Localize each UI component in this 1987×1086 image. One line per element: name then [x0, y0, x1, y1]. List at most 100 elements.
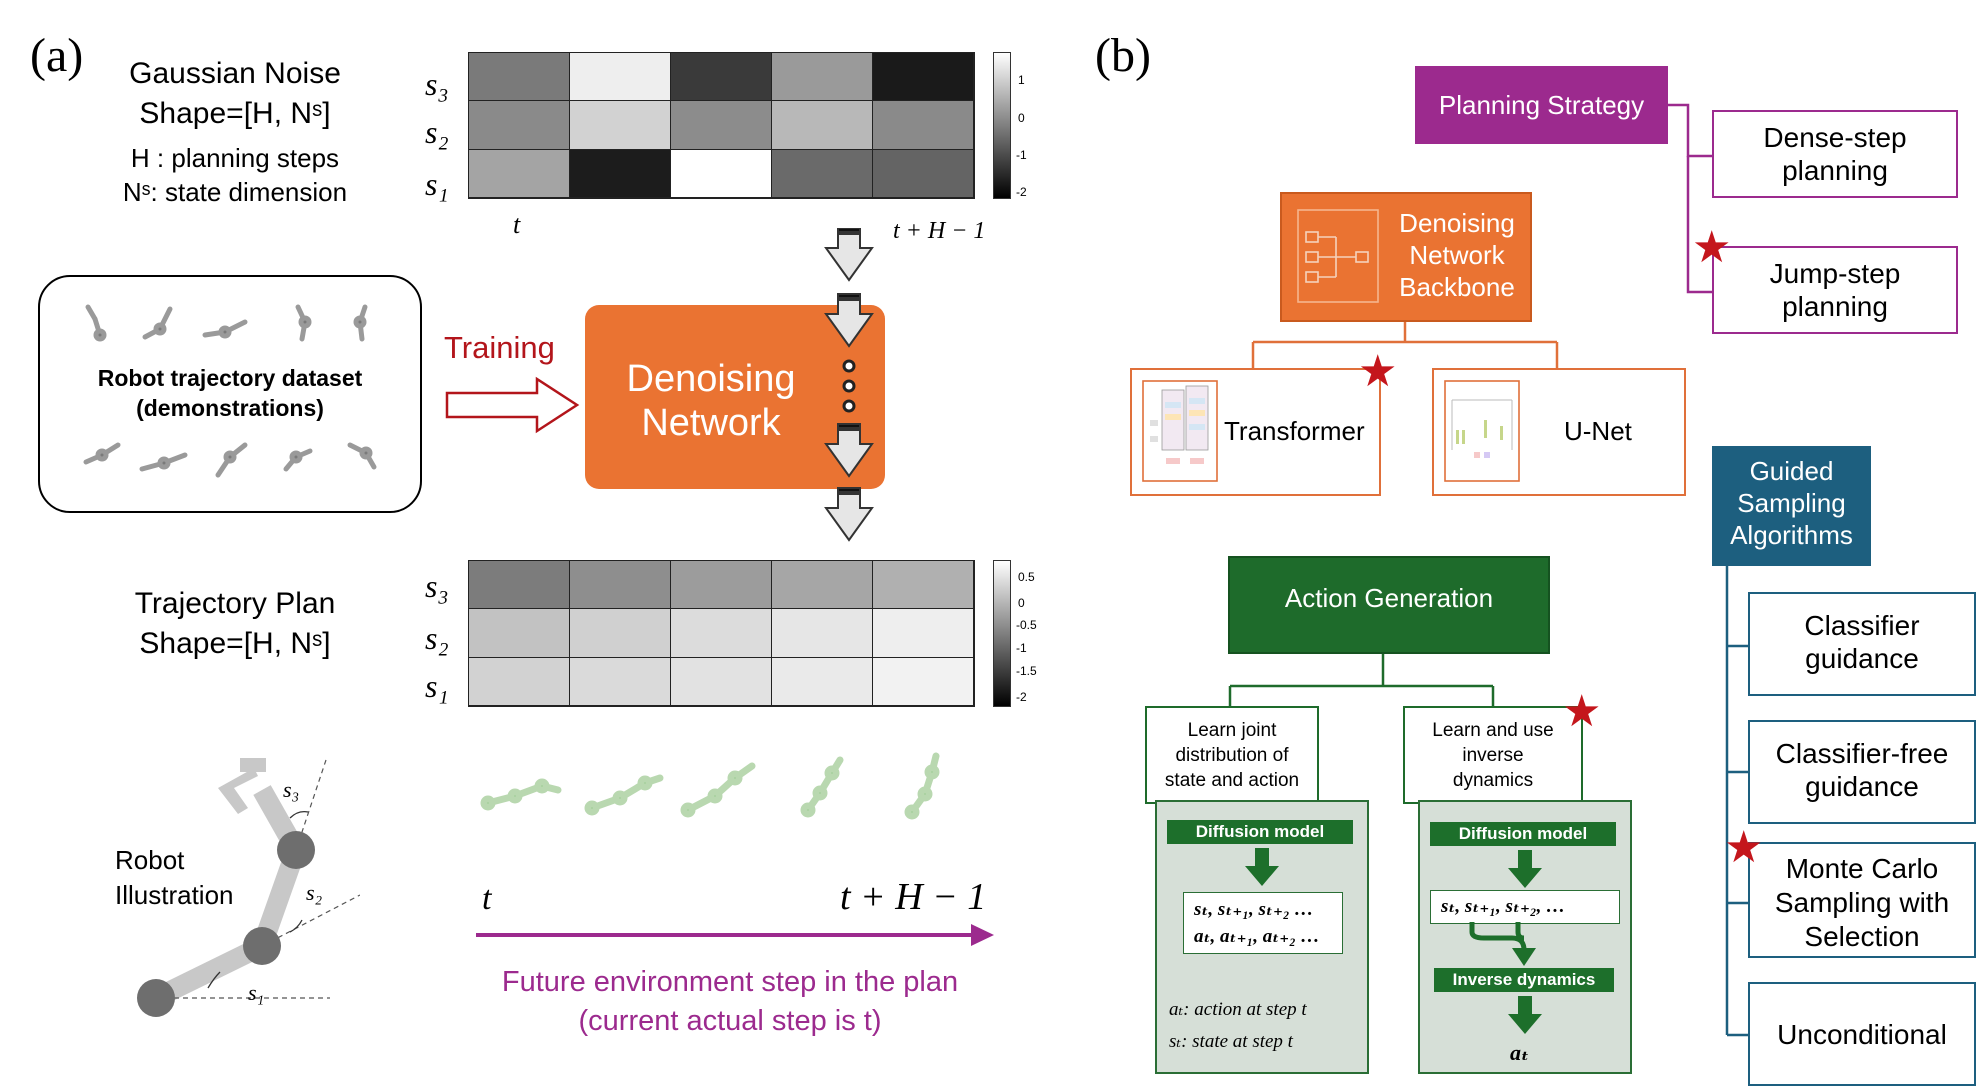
monte-carlo-sampling: Monte Carlo Sampling with Selection: [1748, 842, 1976, 958]
jump-step-planning: Jump-step planning: [1712, 246, 1958, 334]
heatmap-cell: [671, 657, 772, 706]
plan-row-label-s3: s₃: [425, 568, 449, 604]
dataset-subtitle: (demonstrations): [136, 395, 324, 421]
down-arrow-icon: [1508, 996, 1542, 1034]
heatmap-cell: [469, 53, 570, 102]
denoising-network-line2: Network: [641, 402, 781, 444]
dense-step-planning-label: Dense-step planning: [1763, 122, 1907, 186]
heatmap-cell: [671, 101, 772, 150]
plan-colorbar-tick: -0.5: [1016, 618, 1037, 632]
action-note: aₜ: action at step t: [1169, 999, 1307, 1020]
heatmap-cell: [873, 609, 974, 658]
heatmap-cell: [469, 609, 570, 658]
denoise-flow-arrows: [824, 228, 874, 542]
inverse-dynamics-title-3: dynamics: [1452, 770, 1534, 791]
timeline-caption-1: Future environment step in the plan: [501, 966, 959, 998]
heatmap-cell: [772, 657, 873, 706]
heatmap-cell: [671, 149, 772, 198]
plan-colorbar-tick: -1: [1016, 641, 1027, 655]
heatmap-cell: [570, 53, 671, 102]
unet-diagram-thumbnail: [1444, 380, 1520, 482]
planning-strategy-header: Planning Strategy: [1415, 66, 1668, 144]
heatmap-cell: [772, 149, 873, 198]
unconditional-label: Unconditional: [1777, 1019, 1947, 1050]
heatmap-cell: [469, 561, 570, 610]
dataset-box: Robot trajectory dataset (demonstrations…: [38, 275, 422, 513]
joint-state-sequence: sₜ, sₜ₊₁, sₜ₊₂ …: [1194, 899, 1314, 920]
guided-sampling-title-3: Algorithms: [1730, 520, 1853, 550]
inverse-dynamics-box: Learn and use inverse dynamics: [1403, 706, 1583, 804]
heatmap-cell: [570, 657, 671, 706]
backbone-title-3: Backbone: [1399, 272, 1515, 302]
noise-colorbar-tick: -1: [1016, 148, 1027, 162]
noise-heatmap: [468, 52, 975, 199]
heatmap-cell: [469, 101, 570, 150]
merge-arrow-icon: [1469, 922, 1536, 966]
noise-colorbar-tick: 0: [1018, 111, 1025, 125]
noise-colorbar-tick: 1: [1018, 73, 1025, 87]
heatmap-cell: [570, 149, 671, 198]
robot-illustration-label-1: Robot: [115, 845, 185, 875]
state-dimension-note: Nˢ: state dimension: [122, 177, 348, 207]
star-icon: ★: [1358, 347, 1398, 396]
panel-a-label: (a): [30, 29, 84, 82]
planned-trajectory-thumbnails: [480, 752, 940, 820]
inverse-output-action: aₜ: [1510, 1040, 1530, 1065]
star-icon: ★: [1692, 223, 1732, 272]
timeline-arrow: [476, 924, 994, 946]
timeline-caption-2: (current actual step is t): [578, 1005, 882, 1037]
down-arrow-icon: [1245, 848, 1279, 886]
unet-label: U-Net: [1564, 416, 1632, 446]
plan-colorbar: [993, 560, 1011, 707]
panel-b-label: (b): [1095, 29, 1151, 82]
noise-x-end: t + H − 1: [893, 218, 986, 244]
inverse-state-sequence: sₜ, sₜ₊₁, sₜ₊₂, …: [1441, 896, 1566, 917]
state-note: sₜ: state at step t: [1169, 1031, 1293, 1052]
down-arrow-icon: [1508, 850, 1542, 888]
heatmap-cell: [469, 657, 570, 706]
plan-colorbar-tick: 0.5: [1018, 570, 1035, 584]
joint-angle-s2: s₂: [306, 880, 323, 905]
backbone-title-2: Network: [1409, 240, 1505, 270]
diffusion-model-right: Diffusion model: [1430, 822, 1616, 846]
joint-action-sequence: aₜ, aₜ₊₁, aₜ₊₂ …: [1194, 926, 1320, 947]
diffusion-model-left: Diffusion model: [1167, 820, 1353, 844]
heatmap-cell: [873, 657, 974, 706]
classifier-guidance-label: Classifier guidance: [1804, 610, 1920, 674]
backbone-title-1: Denoising: [1399, 208, 1515, 238]
trajectory-plan-title: Trajectory Plan: [134, 587, 336, 620]
classifier-free-guidance: Classifier-free guidance: [1748, 720, 1976, 824]
guided-sampling-title-1: Guided: [1749, 456, 1834, 486]
dataset-title: Robot trajectory dataset: [97, 365, 363, 391]
heatmap-cell: [671, 53, 772, 102]
guided-sampling-title-2: Sampling: [1737, 488, 1846, 518]
heatmap-cell: [772, 561, 873, 610]
robot-arm-diagram: [137, 758, 360, 1017]
plan-colorbar-tick: -2: [1016, 690, 1027, 704]
noise-x-start: t: [513, 210, 521, 239]
plan-heatmap: [468, 560, 975, 707]
noise-row-label-s1: s₁: [425, 166, 449, 202]
inverse-dynamics-title-1: Learn and use: [1432, 720, 1554, 741]
training-arrow: [445, 376, 580, 434]
backbone-header: Denoising Network Backbone: [1280, 192, 1532, 322]
heatmap-cell: [873, 53, 974, 102]
training-label: Training: [444, 330, 555, 365]
noise-row-label-s2: s₂: [425, 114, 449, 150]
heatmap-cell: [873, 561, 974, 610]
gaussian-noise-shape: Shape=[H, Nˢ]: [139, 97, 331, 130]
heatmap-cell: [772, 101, 873, 150]
inverse-dynamics-model: Inverse dynamics: [1434, 968, 1614, 992]
jump-step-planning-label: Jump-step planning: [1769, 258, 1901, 322]
dense-step-planning: Dense-step planning: [1712, 110, 1958, 198]
action-generation-header: Action Generation: [1228, 556, 1550, 654]
heatmap-cell: [873, 101, 974, 150]
transformer-diagram-thumbnail: [1142, 380, 1218, 482]
star-icon: ★: [1724, 823, 1764, 872]
unet-option: U-Net: [1432, 368, 1686, 496]
heatmap-cell: [671, 609, 772, 658]
unconditional: Unconditional: [1748, 982, 1976, 1086]
plan-row-label-s2: s₂: [425, 620, 449, 656]
monte-carlo-sampling-label: Monte Carlo Sampling with Selection: [1774, 853, 1950, 952]
inverse-dynamics-panel: Diffusion model sₜ, sₜ₊₁, sₜ₊₂, … Invers…: [1418, 800, 1632, 1074]
